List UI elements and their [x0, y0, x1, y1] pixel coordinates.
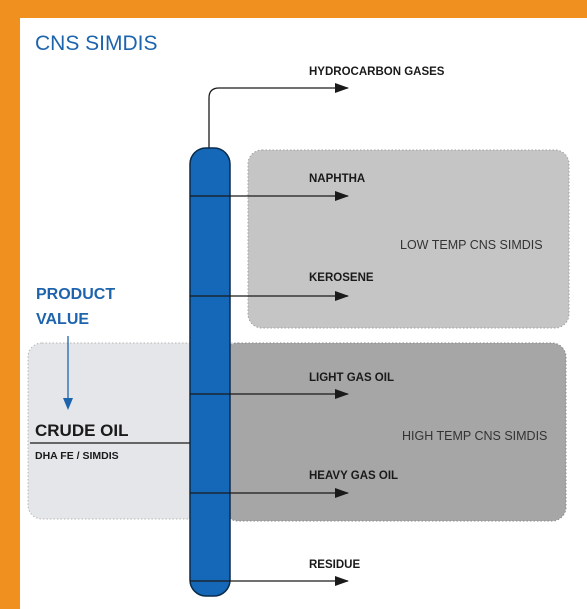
crude-oil-sublabel: DHA FE / SIMDIS	[35, 450, 119, 462]
distillation-column	[189, 147, 231, 597]
fraction-heavy-gas-oil: HEAVY GAS OIL	[309, 470, 399, 482]
gas-overhead-line	[208, 83, 349, 148]
product-value-label-line2: VALUE	[36, 311, 90, 328]
fraction-residue: RESIDUE	[309, 559, 361, 571]
fraction-kerosene: KEROSENE	[309, 272, 374, 284]
fraction-naphtha: NAPHTHA	[309, 173, 366, 185]
diagram-panel: CNS SIMDIS HYDROCARBON GASES NAPHTHA KER…	[20, 18, 587, 609]
product-value-label-line1: PRODUCT	[36, 286, 116, 303]
fraction-hydrocarbon-gases: HYDROCARBON GASES	[309, 66, 445, 78]
low-temp-label: LOW TEMP CNS SIMDIS	[400, 238, 543, 252]
diagram-graphics	[27, 83, 570, 597]
high-temp-region-box	[223, 342, 567, 522]
high-temp-label: HIGH TEMP CNS SIMDIS	[402, 429, 548, 443]
product-value-arrowhead	[63, 398, 73, 410]
crude-oil-label: CRUDE OIL	[35, 421, 129, 440]
fraction-light-gas-oil: LIGHT GAS OIL	[309, 372, 394, 384]
page-title: CNS SIMDIS	[35, 32, 158, 55]
low-temp-region-box	[247, 149, 570, 329]
